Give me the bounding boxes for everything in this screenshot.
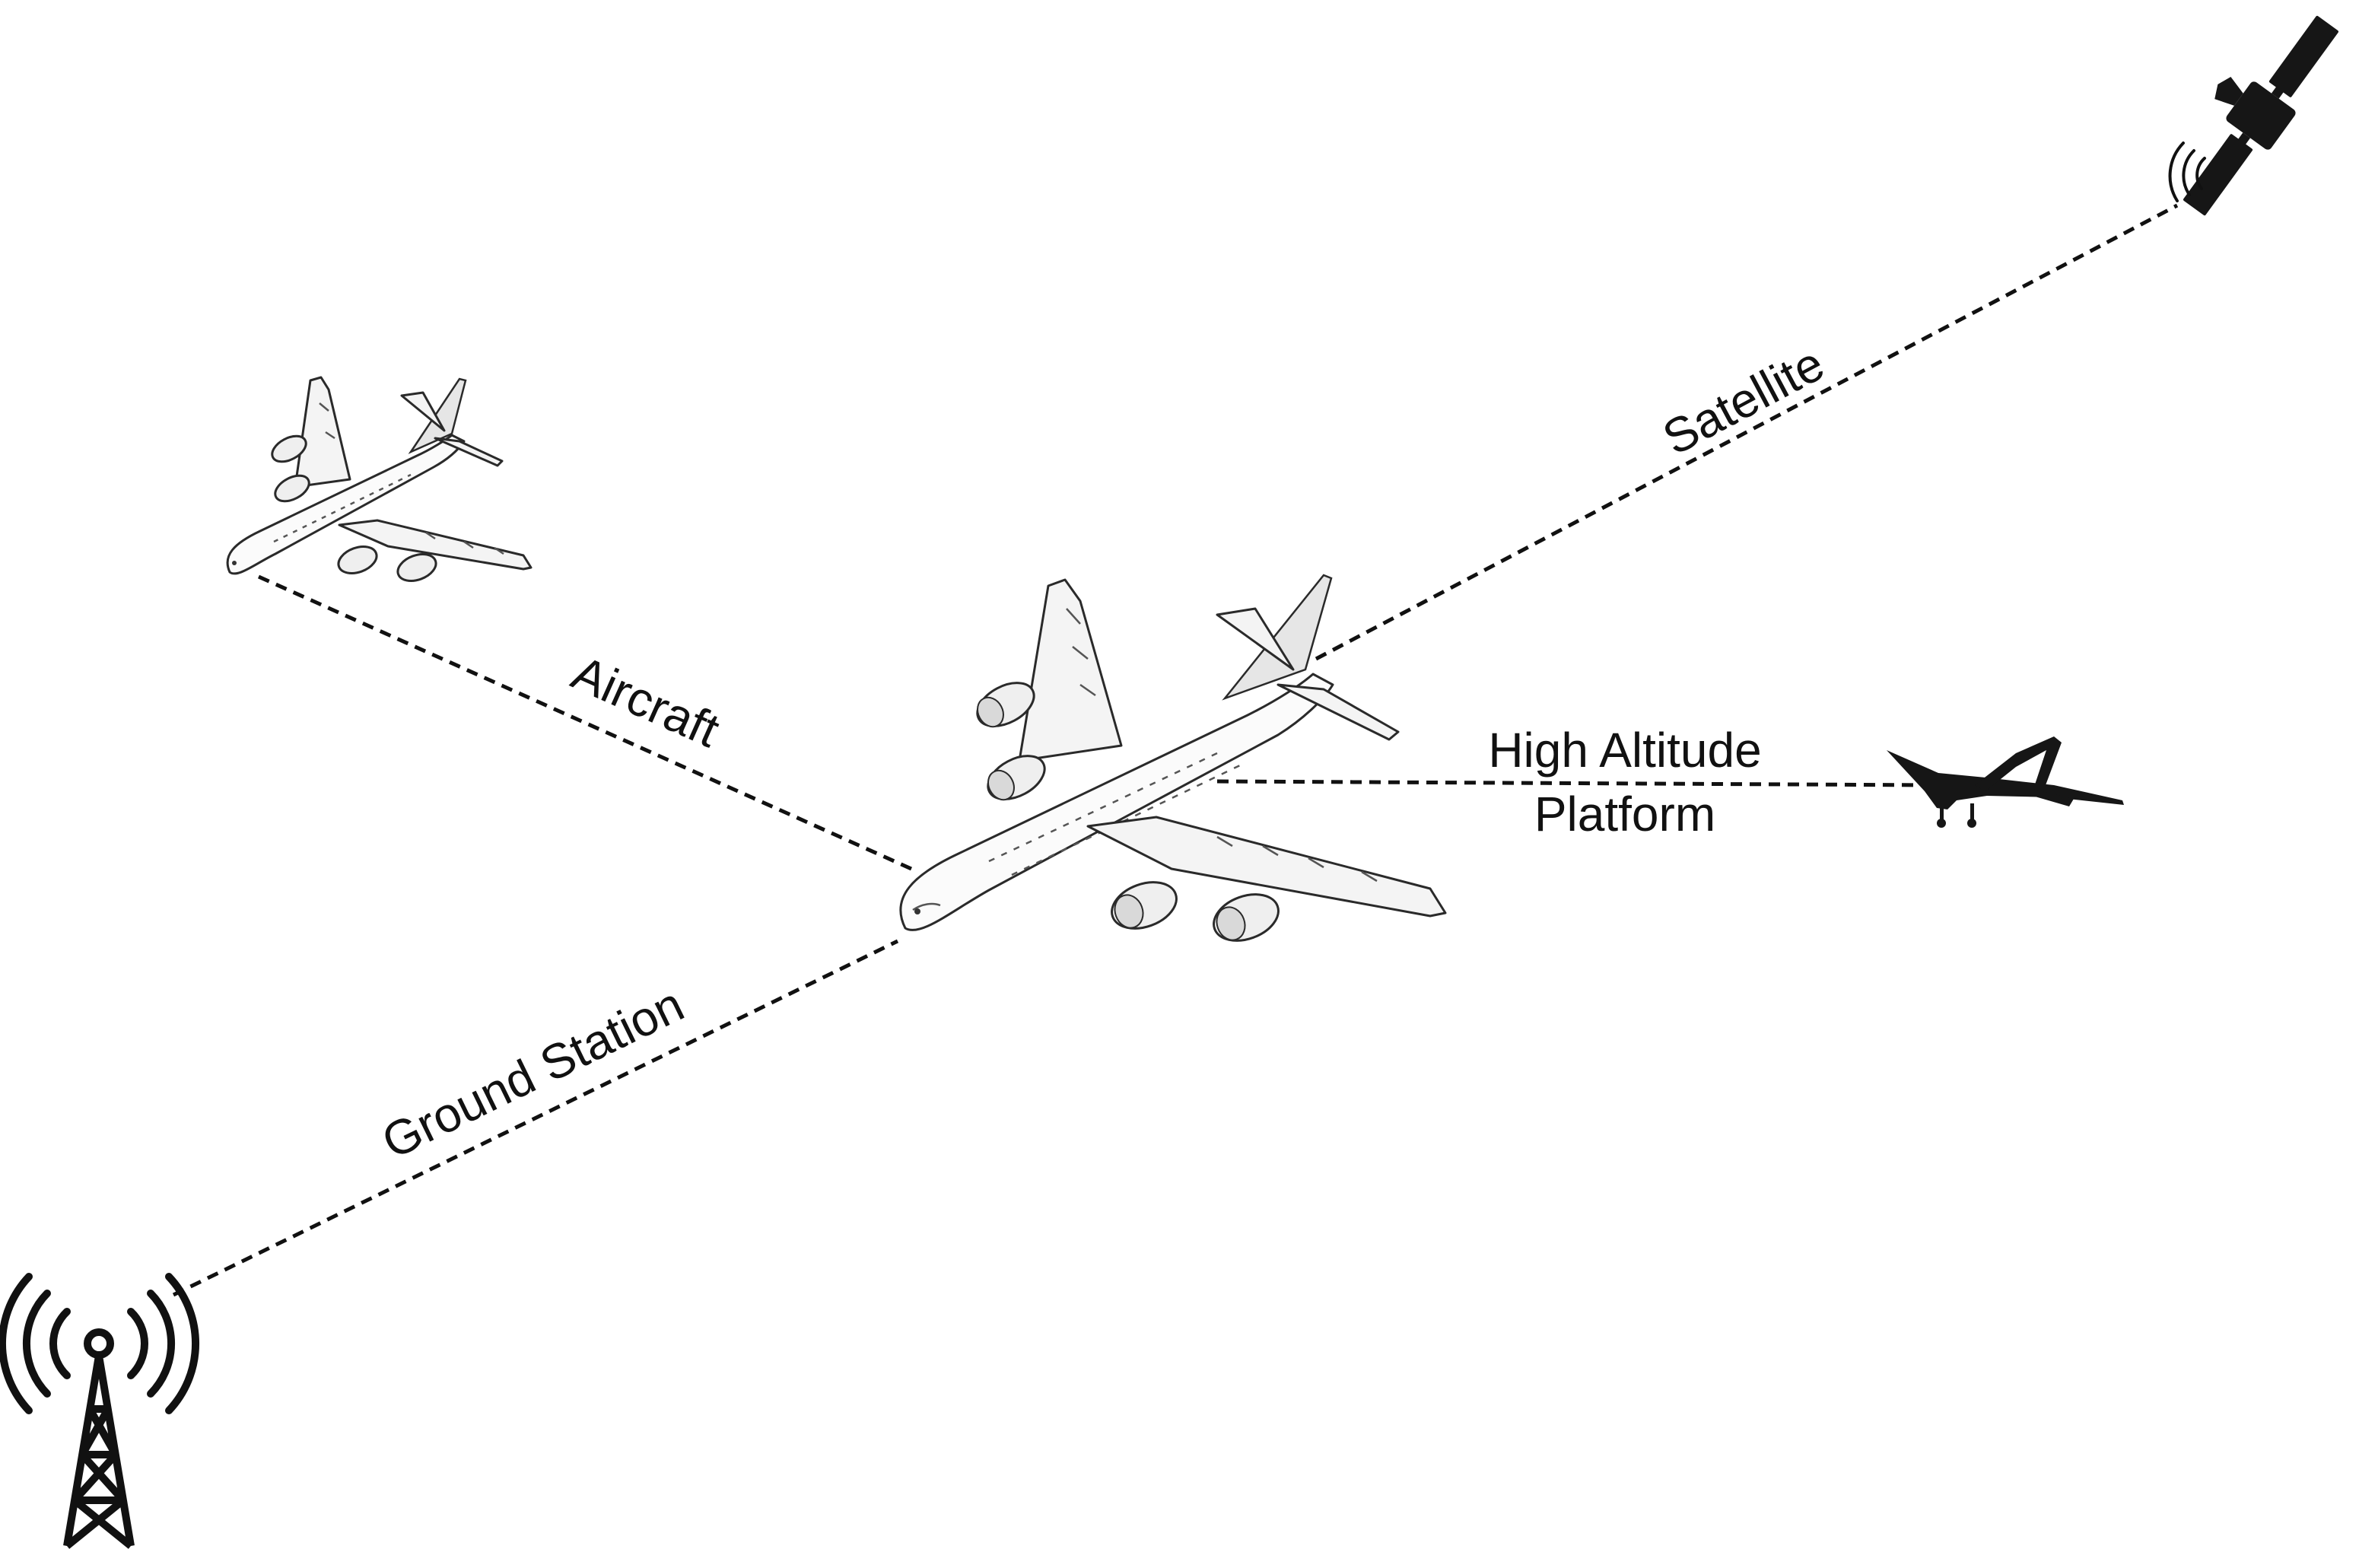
satellite-icon bbox=[2168, 15, 2338, 216]
hap-link-label-line2: Platform bbox=[1534, 787, 1715, 841]
satellite-link-line bbox=[1315, 203, 2179, 661]
radio-tower-icon bbox=[0, 1273, 199, 1549]
ground-link-label: Ground Station bbox=[374, 977, 691, 1169]
drone-icon bbox=[1887, 736, 2124, 828]
peer-aircraft-airliner-icon bbox=[226, 376, 533, 582]
main-aircraft-airliner-icon bbox=[899, 574, 1447, 942]
aircraft-link-label: Aircraft bbox=[564, 645, 728, 758]
aircraft-link-line bbox=[257, 574, 913, 871]
hap-link-line bbox=[1216, 779, 1937, 787]
hap-link-label-line1: High Altitude bbox=[1488, 723, 1761, 778]
ground-link-line bbox=[172, 939, 899, 1297]
satellite-signal-icon bbox=[2168, 142, 2206, 202]
